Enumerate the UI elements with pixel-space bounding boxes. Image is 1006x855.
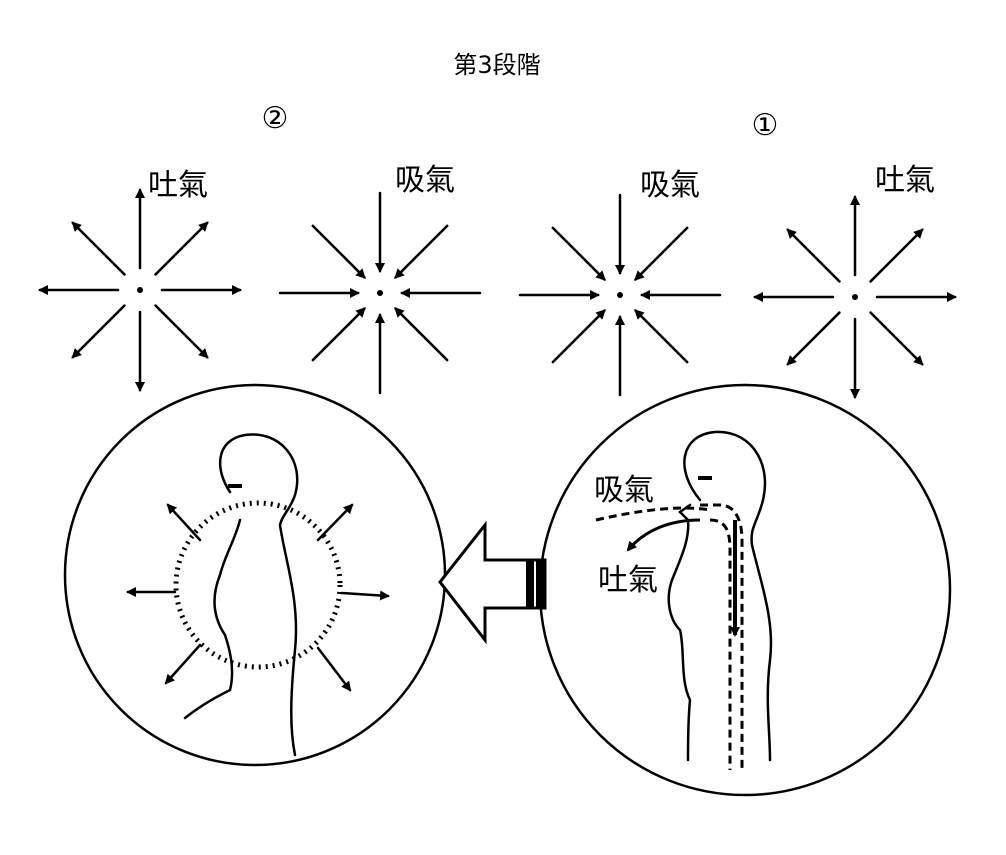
burst-arrow <box>551 226 606 281</box>
burst-arrow <box>154 221 209 276</box>
inhale-burst-1 <box>518 193 722 397</box>
exhale-burst-2 <box>38 188 242 392</box>
expansion-circle <box>63 383 447 767</box>
transition-arrow <box>438 520 547 645</box>
burst-arrow <box>634 309 689 364</box>
burst-arrow <box>394 224 449 279</box>
burst-arrow <box>634 226 689 281</box>
breathing-circle: 吸氣 吐氣 <box>538 383 952 797</box>
inhale-label-1: 吸氣 <box>640 168 700 203</box>
stage-title: 第3段階 <box>453 51 540 79</box>
panel-number-2: ② <box>262 101 289 136</box>
exhale-label-1: 吐氣 <box>875 163 935 198</box>
burst-arrow <box>394 307 449 362</box>
center-dot <box>137 287 143 293</box>
burst-arrow <box>311 307 366 362</box>
inhale-label-2: 吸氣 <box>395 163 455 198</box>
inhale-label-figure: 吸氣 <box>594 473 654 508</box>
starbursts <box>38 188 957 399</box>
burst-arrow <box>786 228 841 283</box>
center-dot <box>377 290 383 296</box>
burst-arrow <box>71 304 126 359</box>
burst-arrow <box>311 224 366 279</box>
burst-arrow <box>551 309 606 364</box>
burst-arrow <box>786 311 841 366</box>
exhale-burst-1 <box>753 195 957 399</box>
center-dot <box>617 292 623 298</box>
body-outline-left <box>183 433 299 757</box>
center-dot <box>852 294 858 300</box>
burst-arrow <box>869 311 924 366</box>
body-outline-right <box>667 430 773 762</box>
burst-arrow <box>869 228 924 283</box>
panel-number-1: ① <box>752 108 779 143</box>
burst-arrow <box>154 304 209 359</box>
burst-arrow <box>71 221 126 276</box>
exhale-label-2: 吐氣 <box>148 168 208 203</box>
exhale-label-figure: 吐氣 <box>598 563 658 598</box>
inhale-burst-2 <box>278 191 482 395</box>
